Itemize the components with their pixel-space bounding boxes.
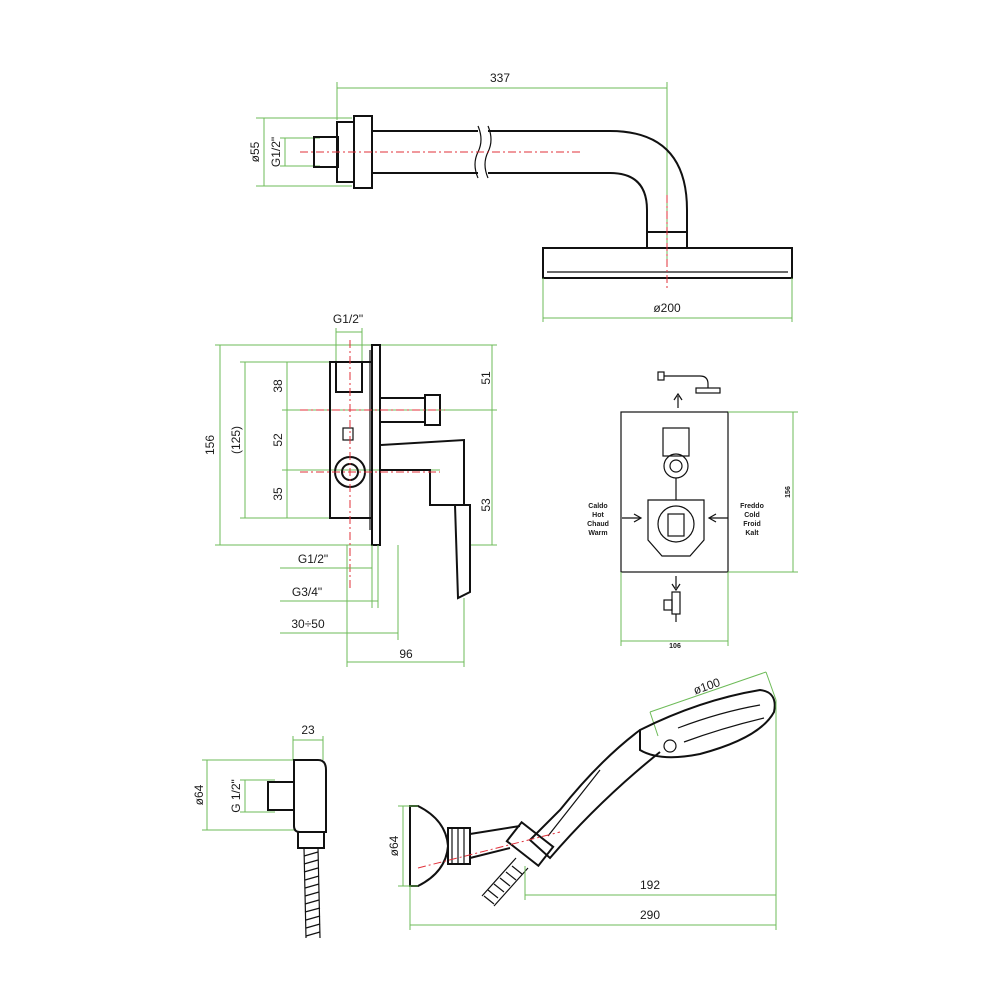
valve-upper-right-label: 51 bbox=[479, 371, 493, 385]
arm-tube-bend-outer bbox=[488, 130, 688, 232]
hand-handle-nut bbox=[505, 820, 555, 868]
front-height-label: 156 bbox=[785, 486, 792, 498]
shower-arm-assembly: 337 ø55 G1/2" ø200 bbox=[248, 71, 793, 322]
front-diverter bbox=[663, 453, 689, 479]
head-diameter-label: ø200 bbox=[653, 301, 681, 315]
outlet-hose-coil bbox=[303, 851, 321, 937]
hand-hose-coil bbox=[483, 865, 523, 905]
front-cartridge bbox=[657, 505, 695, 543]
reach-label: 192 bbox=[640, 878, 660, 892]
hand-holder-joint-ribs bbox=[451, 828, 465, 864]
flow-arrow-down bbox=[671, 576, 681, 592]
front-width-label: 106 bbox=[669, 643, 681, 650]
valve-inner-height-label: (125) bbox=[229, 426, 243, 454]
arm-length-label: 337 bbox=[490, 71, 510, 85]
valve-cartridge-mark bbox=[342, 427, 354, 441]
front-top-outlet bbox=[662, 427, 690, 457]
hand-holder-center-line bbox=[417, 831, 561, 869]
arm-tube-straight bbox=[372, 130, 478, 174]
valve-top-section-label: 38 bbox=[271, 379, 285, 393]
flow-arrow-hot bbox=[622, 513, 643, 523]
mixer-valve-side-view: G1/2" 156 (125) 38 52 35 51 53 bbox=[203, 312, 497, 667]
valve-depth-label: 96 bbox=[399, 647, 413, 661]
outlet-depth-label: 23 bbox=[301, 723, 315, 737]
valve-bottom-thread-label-2: G3/4" bbox=[292, 585, 322, 599]
outlet-body bbox=[293, 759, 327, 833]
outlet-diameter-label: ø64 bbox=[192, 784, 206, 805]
cold-label-fr: Froid bbox=[743, 521, 761, 528]
cold-label-de: Kalt bbox=[745, 530, 759, 537]
valve-wall-plate bbox=[371, 344, 381, 546]
hand-head-diameter-label: ø100 bbox=[691, 675, 722, 697]
hand-shower-head bbox=[639, 688, 776, 759]
hand-holder-cup bbox=[409, 805, 450, 887]
hot-label-it: Caldo bbox=[588, 503, 607, 510]
hand-shower-handle bbox=[528, 729, 661, 860]
cold-label-en: Cold bbox=[744, 512, 760, 519]
valve-lever-handle bbox=[453, 504, 471, 600]
front-view-frame bbox=[620, 411, 729, 573]
wall-outlet-assembly: 23 ø64 G 1/2" bbox=[192, 723, 327, 939]
hand-hose bbox=[481, 857, 529, 907]
valve-depth-range-label: 30÷50 bbox=[291, 617, 325, 631]
hand-head-button bbox=[663, 739, 677, 753]
hand-holder-joint bbox=[447, 827, 471, 865]
outlet-hose-nut bbox=[297, 831, 325, 849]
hand-head-ext-right bbox=[765, 671, 777, 701]
holder-diameter-label: ø64 bbox=[387, 835, 401, 856]
total-length-label: 290 bbox=[640, 908, 660, 922]
cold-label-it: Freddo bbox=[740, 503, 764, 510]
front-mixer-body bbox=[647, 499, 705, 557]
hot-label-fr: Chaud bbox=[587, 521, 609, 528]
valve-total-height-label: 156 bbox=[203, 435, 217, 455]
hand-holder-arm bbox=[469, 825, 521, 859]
front-view-hand-outlet-icon bbox=[663, 591, 681, 622]
outlet-thread-nipple bbox=[267, 781, 295, 811]
hot-label-de: Warm bbox=[588, 530, 607, 537]
front-diverter-core bbox=[669, 459, 683, 473]
hand-handle-line bbox=[547, 769, 601, 837]
valve-bottom-section-label: 35 bbox=[271, 487, 285, 501]
valve-lever-body bbox=[379, 438, 465, 506]
mixer-front-view: 156 106 Caldo bbox=[587, 371, 798, 650]
valve-top-thread-label: G1/2" bbox=[333, 312, 363, 326]
arm-thread-label: G1/2" bbox=[269, 137, 283, 167]
arm-tube-bend-inner bbox=[488, 172, 648, 232]
flange-diameter-label: ø55 bbox=[248, 141, 262, 162]
front-cartridge-stem bbox=[667, 513, 685, 537]
outlet-thread-label: G 1/2" bbox=[229, 779, 243, 813]
front-view-shower-icon bbox=[657, 371, 721, 394]
flow-arrow-up bbox=[673, 392, 683, 408]
outlet-hose bbox=[303, 847, 321, 939]
flow-arrow-cold bbox=[707, 513, 728, 523]
hand-shower-assembly: ø100 ø64 192 290 bbox=[387, 671, 777, 930]
hand-head-dim-line bbox=[649, 671, 767, 713]
hand-head-face-lines bbox=[677, 704, 765, 743]
valve-bottom-thread-label-1: G1/2" bbox=[298, 552, 328, 566]
valve-lower-right-label: 53 bbox=[479, 498, 493, 512]
valve-middle-section-label: 52 bbox=[271, 433, 285, 447]
valve-top-outlet bbox=[335, 361, 363, 393]
hot-label-en: Hot bbox=[592, 512, 604, 519]
